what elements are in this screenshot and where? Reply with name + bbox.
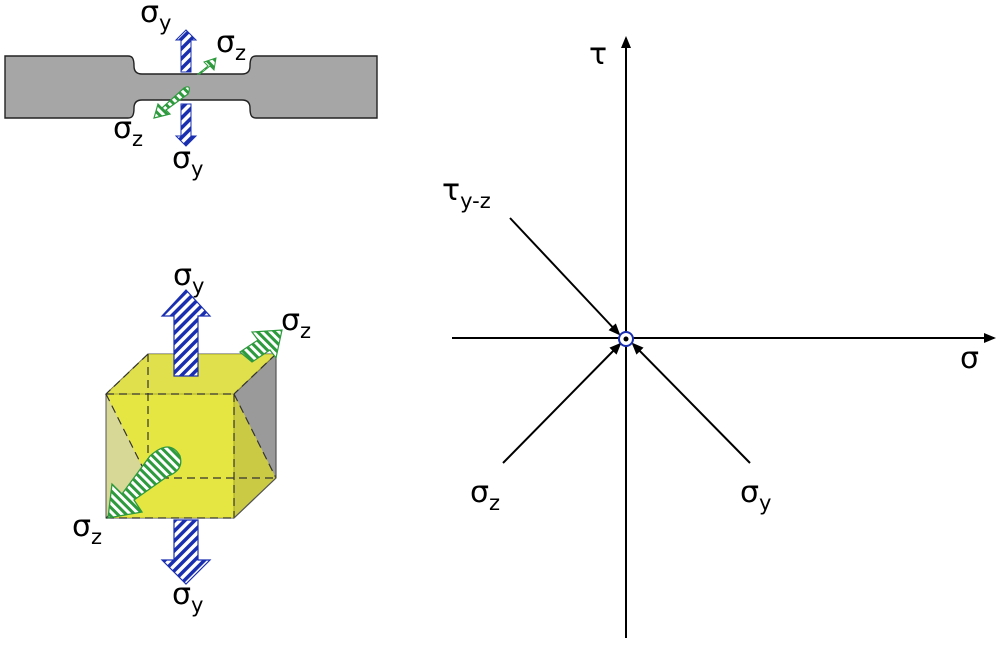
cube-sigma-y-up-arrow (160, 289, 212, 377)
specimen-sigma-z-top-label: σz (216, 25, 246, 65)
sigma-y-pointer (631, 342, 751, 464)
cube-sigma-z-left-label: σz (72, 509, 102, 549)
stress-point-center (623, 336, 629, 342)
mohr-plane (452, 36, 996, 638)
cube-solid-edges (233, 354, 277, 519)
specimen-sigma-z-front-arrow (153, 86, 190, 119)
specimen-sigma-y-bottom-label: σy (172, 141, 203, 181)
sigma-z-label: σz (470, 475, 500, 515)
sigma-z-pointer (502, 342, 622, 464)
cube-sigma-z-front-arrow (107, 446, 182, 519)
tau-yz-label: τy-z (442, 173, 491, 213)
specimen-sigma-y-up-arrow (174, 29, 198, 73)
cube-sigma-y-down-arrow (160, 519, 212, 585)
sigma-y-label: σy (740, 475, 771, 515)
specimen-sigma-z-bottom-label: σz (113, 111, 143, 151)
specimen-sigma-y-down-arrow (174, 103, 198, 147)
cube-sigma-y-bottom-label: σy (172, 577, 203, 617)
cube-sigma-y-top-label: σy (173, 258, 204, 298)
sigma-axis-label: σ (960, 341, 979, 376)
tau-axis-label: τ (589, 37, 607, 72)
cube-sigma-z-right-label: σz (281, 303, 311, 343)
tensile-specimen (4, 29, 378, 147)
specimen-body (4, 55, 378, 119)
tau-yz-pointer (509, 217, 621, 336)
specimen-sigma-z-top-arrow (196, 57, 217, 75)
specimen-sigma-y-top-label: σy (140, 0, 171, 35)
stress-cube (104, 289, 283, 585)
cube-sigma-z-right-arrow (238, 329, 283, 363)
